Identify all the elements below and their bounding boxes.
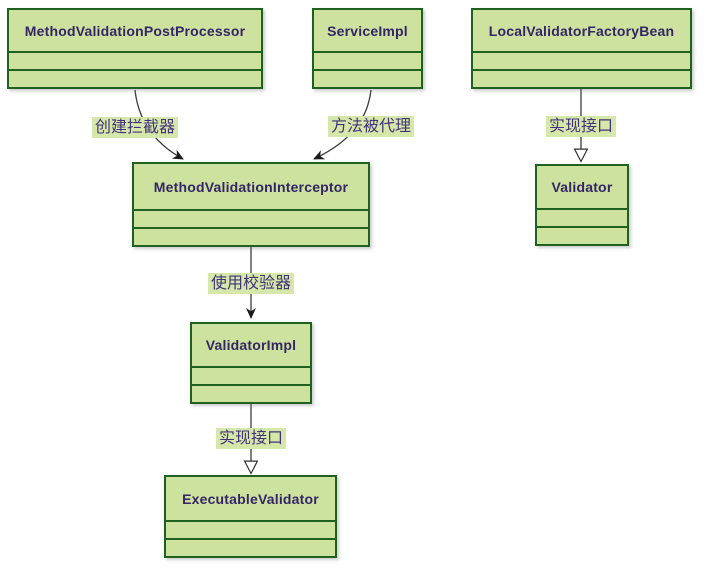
fields-compartment (134, 209, 368, 227)
methods-compartment (166, 538, 335, 556)
class-name: ExecutableValidator (182, 490, 319, 507)
class-box-methodvalidationinterceptor: MethodValidationInterceptor (132, 162, 370, 247)
class-box-validatorimpl: ValidatorImpl (190, 322, 312, 404)
edge-label-method-proxied: 方法被代理 (327, 116, 415, 137)
class-name: ServiceImpl (327, 22, 408, 39)
class-name: LocalValidatorFactoryBean (488, 22, 675, 39)
edge-label-implements-validator: 实现接口 (545, 116, 617, 137)
methods-compartment (314, 69, 421, 87)
edge-label-use-validator: 使用校验器 (207, 273, 295, 294)
class-name: ValidatorImpl (205, 337, 297, 353)
methods-compartment (192, 384, 310, 402)
class-box-executablevalidator: ExecutableValidator (164, 475, 337, 558)
fields-compartment (473, 51, 690, 69)
methods-compartment (134, 227, 368, 245)
methods-compartment (9, 69, 261, 87)
fields-compartment (192, 366, 310, 384)
edge-label-implements-executablevalidator: 实现接口 (215, 428, 287, 449)
class-box-serviceimpl: ServiceImpl (312, 8, 423, 89)
fields-compartment (314, 51, 421, 69)
class-name: Validator (551, 179, 613, 195)
fields-compartment (166, 520, 335, 538)
fields-compartment (9, 51, 261, 69)
class-box-localvalidatorfactorybean: LocalValidatorFactoryBean (471, 8, 692, 89)
methods-compartment (537, 226, 627, 244)
class-box-validator: Validator (535, 164, 629, 246)
methods-compartment (473, 69, 690, 87)
class-box-methodvalidationpostprocessor: MethodValidationPostProcessor (7, 8, 263, 89)
edge-label-create-interceptor: 创建拦截器 (91, 117, 179, 138)
fields-compartment (537, 208, 627, 226)
class-name: MethodValidationPostProcessor (24, 22, 246, 39)
class-name: MethodValidationInterceptor (153, 178, 349, 195)
